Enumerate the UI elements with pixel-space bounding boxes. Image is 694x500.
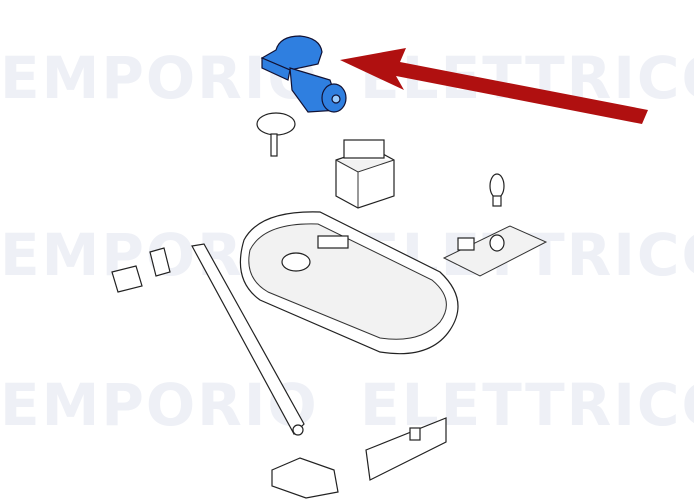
watermark-text: EMPORIO <box>0 44 319 112</box>
watermark: EMPORIO ELETTRICO EMPORIO ELETTRICO EMPO… <box>0 44 694 439</box>
release-knob <box>256 112 296 157</box>
lamp <box>489 173 505 207</box>
control-board <box>442 225 548 277</box>
base-housing <box>239 211 459 355</box>
brackets <box>111 247 171 293</box>
mounting-plate <box>271 457 339 499</box>
gearmotor-highlighted[interactable] <box>260 35 347 113</box>
rail-bracket <box>365 417 447 481</box>
drive-arm <box>191 243 305 436</box>
watermark-text: EMPORIO <box>0 371 319 439</box>
transformer <box>335 139 395 209</box>
pointer-arrow <box>340 48 648 124</box>
